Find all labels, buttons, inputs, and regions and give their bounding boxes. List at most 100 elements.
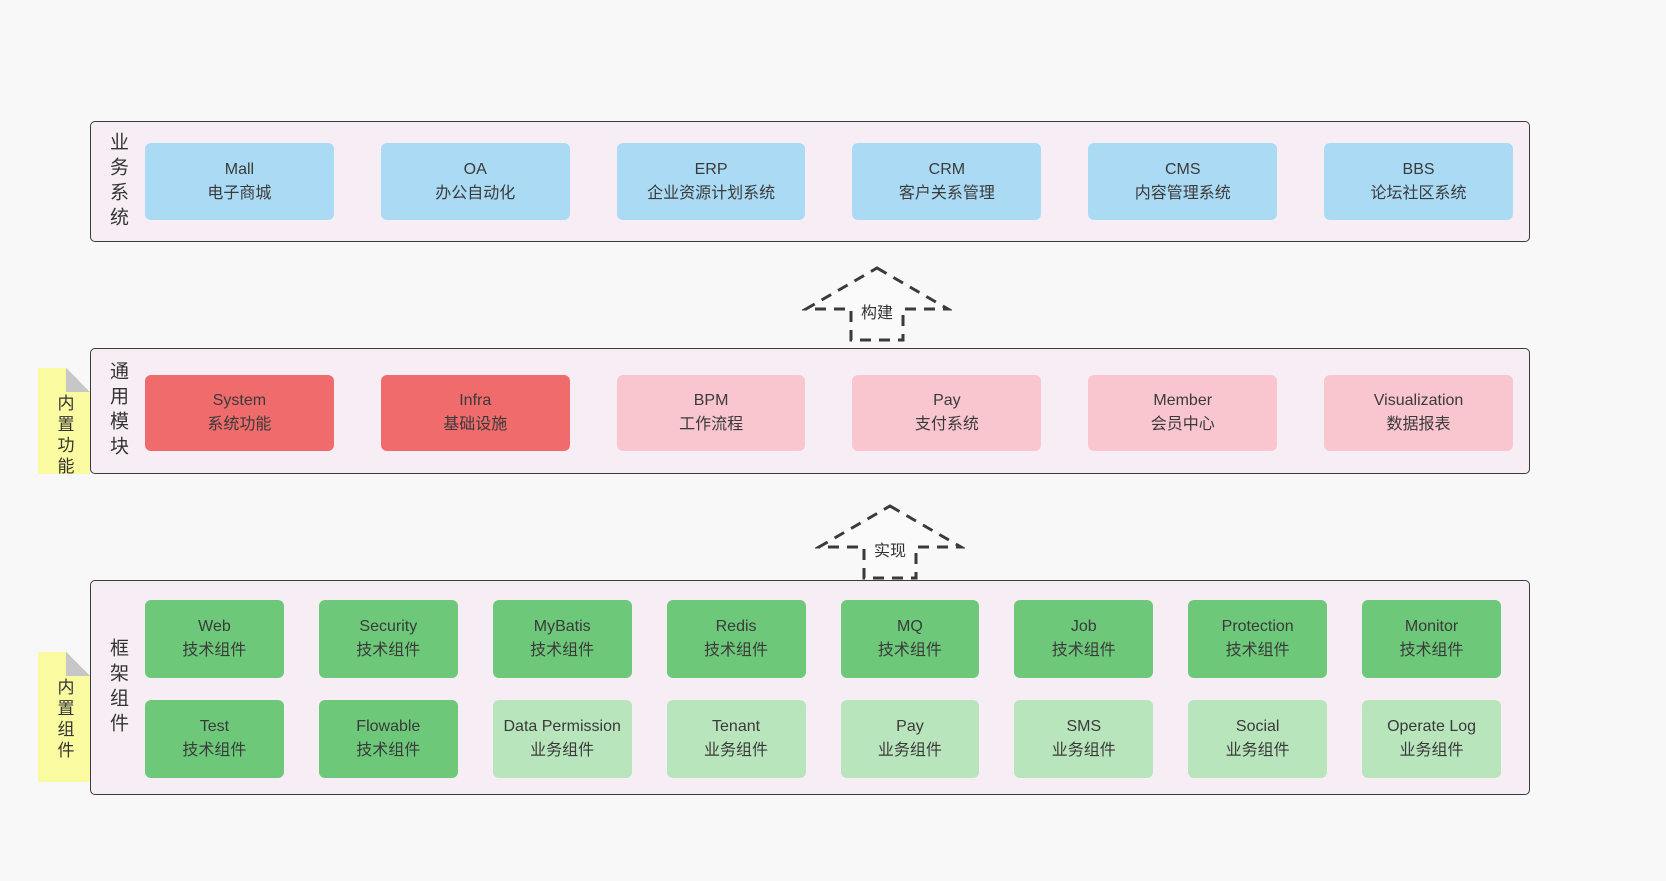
- box-member: Member 会员中心: [1088, 375, 1278, 451]
- box-pay: Pay 支付系统: [852, 375, 1042, 451]
- box-subtitle: 数据报表: [1386, 416, 1451, 433]
- box-protection: Protection 技术组件: [1188, 600, 1328, 678]
- box-visualization: Visualization 数据报表: [1324, 375, 1513, 451]
- box-title: ERP: [694, 160, 728, 178]
- box-subtitle: 业务组件: [1225, 742, 1290, 759]
- box-title: Tenant: [712, 718, 761, 735]
- box-subtitle: 业务组件: [1051, 742, 1116, 759]
- box-subtitle: 技术组件: [182, 742, 247, 759]
- arrow-implement: 实现: [815, 503, 965, 581]
- box-subtitle: 技术组件: [1225, 642, 1290, 659]
- sticky-note-text: 内置功能: [54, 394, 74, 478]
- box-title: Pay: [896, 718, 924, 735]
- box-subtitle: 业务组件: [704, 742, 769, 759]
- box-social: Social 业务组件: [1188, 700, 1328, 778]
- box-mq: MQ 技术组件: [840, 600, 980, 678]
- layer-business-systems: 业务系统 Mall 电子商城 OA 办公自动化 ERP 企业资源计划系统 CRM…: [90, 121, 1530, 242]
- layer-business-systems-label: 业务系统: [107, 131, 128, 232]
- box-monitor: Monitor 技术组件: [1362, 600, 1501, 678]
- box-tenant: Tenant 业务组件: [666, 700, 806, 778]
- box-title: Job: [1070, 618, 1097, 635]
- layer-common-modules: 通用模块 System 系统功能 Infra 基础设施 BPM 工作流程 Pay…: [90, 348, 1530, 474]
- box-title: BPM: [693, 392, 729, 409]
- box-cms: CMS 内容管理系统: [1088, 143, 1278, 220]
- box-subtitle: 技术组件: [356, 642, 421, 659]
- box-title: Flowable: [356, 718, 421, 735]
- box-title: CRM: [928, 160, 966, 178]
- box-bpm: BPM 工作流程: [616, 375, 806, 451]
- box-title: OA: [463, 160, 487, 178]
- framework-components-row-1: Web 技术组件 Security 技术组件 MyBatis 技术组件 Redi…: [145, 600, 1501, 678]
- box-subtitle: 技术组件: [1399, 642, 1464, 659]
- box-subtitle: 技术组件: [182, 642, 247, 659]
- box-title: Web: [198, 618, 231, 635]
- business-systems-row: Mall 电子商城 OA 办公自动化 ERP 企业资源计划系统 CRM 客户关系…: [145, 143, 1513, 220]
- box-test: Test 技术组件: [145, 700, 284, 778]
- box-title: Member: [1153, 392, 1213, 409]
- box-operate-log: Operate Log 业务组件: [1362, 700, 1501, 778]
- box-subtitle: 技术组件: [877, 642, 942, 659]
- box-subtitle: 基础设施: [443, 416, 508, 433]
- box-title: Test: [199, 718, 230, 735]
- box-title: Monitor: [1404, 618, 1459, 635]
- box-subtitle: 系统功能: [207, 416, 272, 433]
- box-pay-biz: Pay 业务组件: [840, 700, 980, 778]
- box-subtitle: 技术组件: [704, 642, 769, 659]
- box-system: System 系统功能: [145, 375, 334, 451]
- box-crm: CRM 客户关系管理: [852, 143, 1042, 220]
- box-mall: Mall 电子商城: [145, 143, 334, 220]
- box-subtitle: 客户关系管理: [898, 184, 995, 202]
- folded-corner-icon: [66, 652, 90, 676]
- arrow-implement-label: 实现: [870, 537, 910, 561]
- arrow-build: 构建: [802, 265, 952, 343]
- box-subtitle: 电子商城: [207, 184, 272, 202]
- box-title: Protection: [1221, 618, 1294, 635]
- sticky-note-builtin-features: 内置功能: [38, 368, 90, 478]
- box-data-permission: Data Permission 业务组件: [492, 700, 632, 778]
- layer-common-modules-label: 通用模块: [107, 361, 128, 461]
- box-subtitle: 工作流程: [679, 416, 744, 433]
- box-subtitle: 会员中心: [1150, 416, 1215, 433]
- box-security: Security 技术组件: [318, 600, 458, 678]
- folded-corner-icon: [66, 368, 90, 392]
- arrow-build-label: 构建: [857, 299, 897, 323]
- box-job: Job 技术组件: [1014, 600, 1154, 678]
- box-web: Web 技术组件: [145, 600, 284, 678]
- common-modules-row: System 系统功能 Infra 基础设施 BPM 工作流程 Pay 支付系统…: [145, 375, 1513, 451]
- box-title: Social: [1235, 718, 1280, 735]
- box-title: MQ: [897, 618, 923, 635]
- box-subtitle: 内容管理系统: [1134, 184, 1231, 202]
- box-title: Infra: [459, 392, 492, 409]
- box-subtitle: 技术组件: [530, 642, 595, 659]
- box-infra: Infra 基础设施: [380, 375, 570, 451]
- box-title: System: [212, 392, 267, 409]
- layer-framework-components-label: 框架组件: [107, 637, 128, 738]
- box-subtitle: 技术组件: [1051, 642, 1116, 659]
- box-flowable: Flowable 技术组件: [318, 700, 458, 778]
- box-redis: Redis 技术组件: [666, 600, 806, 678]
- box-subtitle: 业务组件: [877, 742, 942, 759]
- box-title: Mall: [224, 160, 255, 178]
- framework-components-row-2: Test 技术组件 Flowable 技术组件 Data Permission …: [145, 700, 1501, 778]
- box-title: MyBatis: [533, 618, 591, 635]
- box-sms: SMS 业务组件: [1014, 700, 1154, 778]
- box-title: Operate Log: [1387, 718, 1477, 735]
- box-subtitle: 办公自动化: [435, 184, 516, 202]
- box-title: SMS: [1066, 718, 1102, 735]
- box-subtitle: 技术组件: [356, 742, 421, 759]
- box-subtitle: 支付系统: [914, 416, 979, 433]
- box-subtitle: 业务组件: [530, 742, 595, 759]
- box-mybatis: MyBatis 技术组件: [492, 600, 632, 678]
- box-title: BBS: [1402, 160, 1435, 178]
- layer-framework-components: 框架组件 Web 技术组件 Security 技术组件 MyBatis 技术组件…: [90, 580, 1530, 795]
- sticky-note-text: 内置组件: [54, 678, 74, 762]
- box-title: Visualization: [1373, 392, 1464, 409]
- box-title: Data Permission: [503, 718, 621, 735]
- box-bbs: BBS 论坛社区系统: [1324, 143, 1513, 220]
- box-title: Security: [359, 618, 418, 635]
- box-title: Pay: [933, 392, 961, 409]
- box-subtitle: 业务组件: [1399, 742, 1464, 759]
- box-subtitle: 论坛社区系统: [1370, 184, 1467, 202]
- box-title: Redis: [715, 618, 757, 635]
